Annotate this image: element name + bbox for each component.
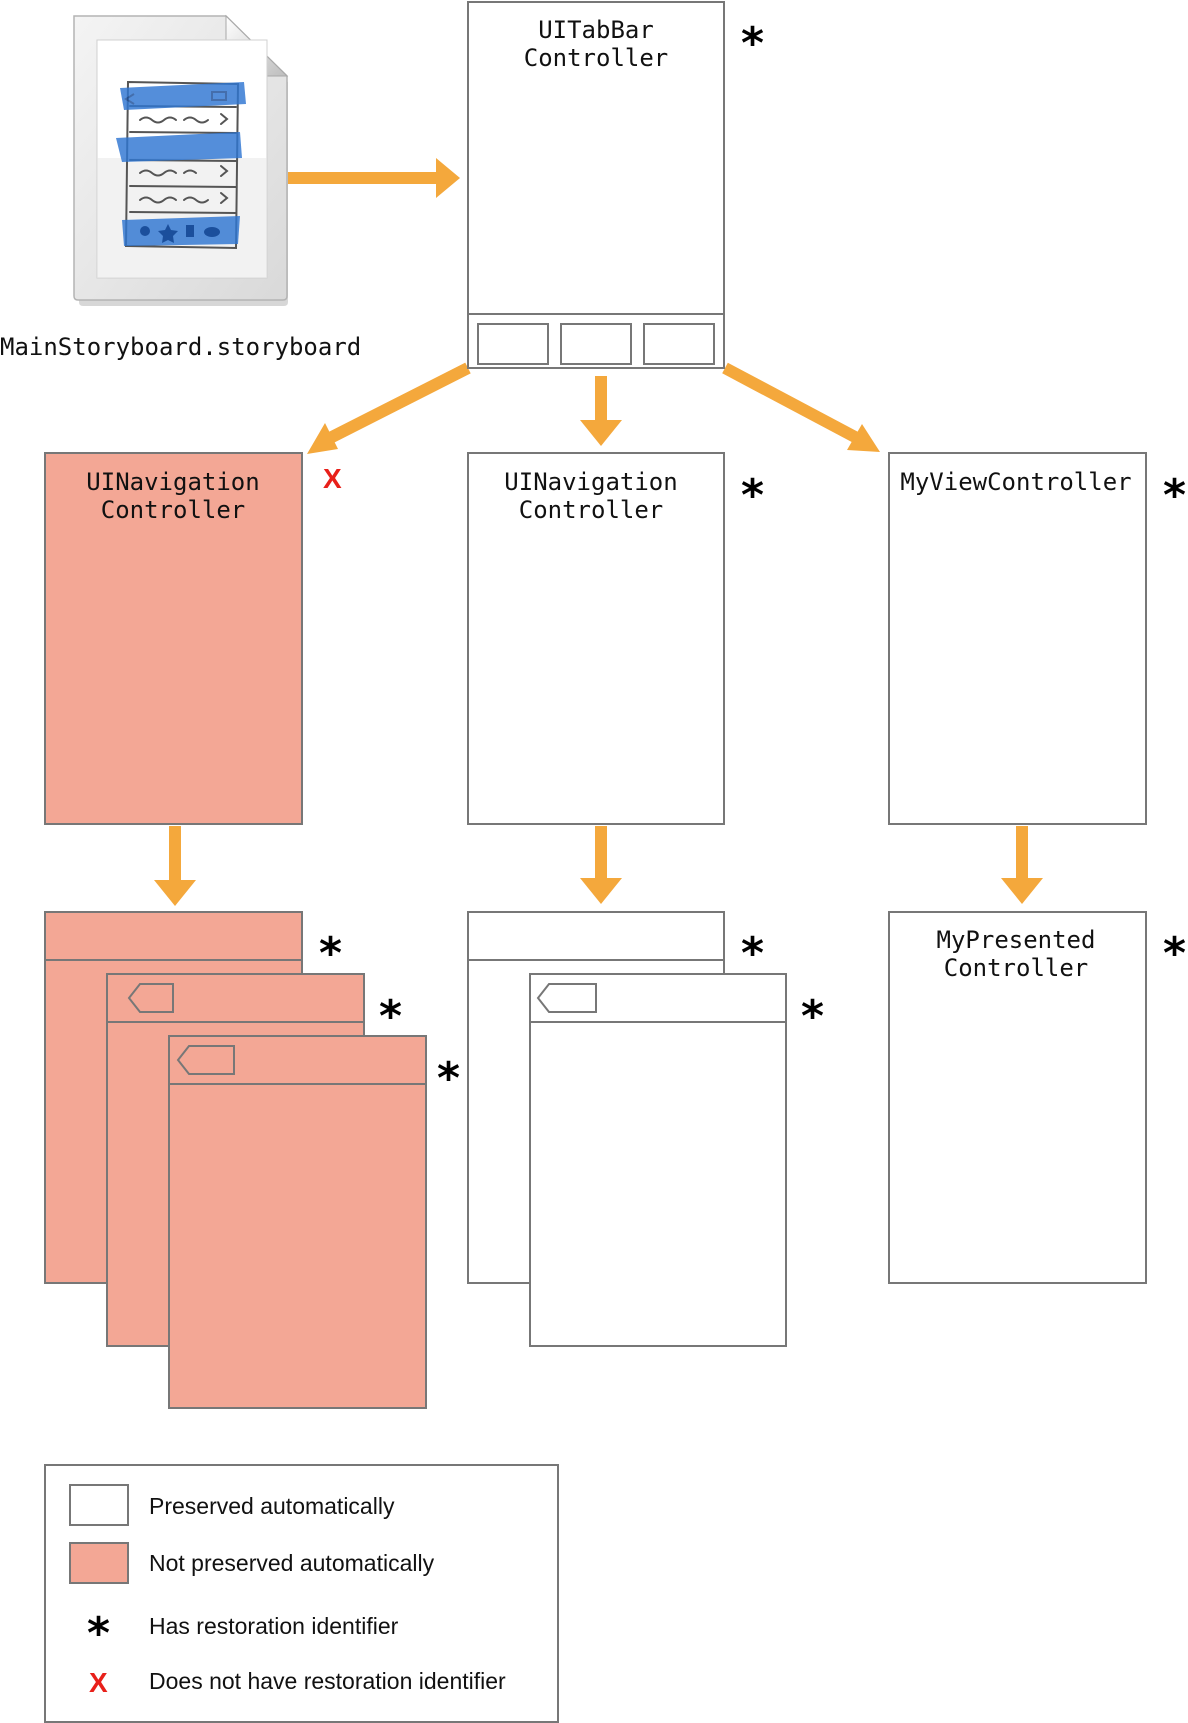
left-navigation-controller: UINavigation Controller — [44, 452, 303, 825]
arrow-tabbar-to-middle-nav — [580, 376, 622, 446]
tab-bar-controller: UITabBar Controller — [467, 1, 725, 369]
restoration-id-marker: * — [437, 1053, 460, 1104]
arrows — [154, 158, 1043, 906]
legend: Preserved automatically Not preserved au… — [44, 1464, 559, 1723]
legend-label: Does not have restoration identifier — [149, 1668, 506, 1694]
restoration-id-marker: * — [1163, 470, 1186, 521]
legend-label: Preserved automatically — [149, 1493, 395, 1519]
left-view-controller-stack — [44, 911, 427, 1409]
legend-preserved-swatch — [69, 1484, 129, 1526]
restoration-id-marker: * — [741, 470, 764, 521]
tab-bar-controller-title: Controller — [524, 44, 669, 72]
back-button-icon — [176, 1045, 235, 1075]
arrow-middle-nav-to-stack — [580, 826, 622, 904]
tab-bar-item — [560, 323, 632, 365]
restoration-id-marker: * — [801, 991, 824, 1042]
restoration-id-marker: * — [379, 991, 402, 1042]
legend-label: Not preserved automatically — [149, 1550, 435, 1576]
stack-view-controller — [529, 973, 787, 1347]
arrow-left-nav-to-stack — [154, 826, 196, 906]
arrow-tabbar-to-left-nav — [307, 362, 471, 454]
restoration-id-marker: * — [1163, 928, 1186, 979]
stack-view-controller — [168, 1035, 427, 1409]
middle-nav-controller-title: Controller — [519, 496, 664, 524]
arrow-storyboard-to-tabbar — [288, 158, 460, 198]
legend-not-preserved-swatch — [69, 1542, 129, 1584]
storyboard-file-icon — [73, 14, 289, 306]
legend-x-symbol: X — [89, 1667, 108, 1698]
tab-bar-controller-title: UITabBar — [538, 16, 654, 44]
legend-star-symbol: * — [87, 1608, 110, 1659]
storyboard-filename: MainStoryboard.storyboard — [0, 333, 361, 361]
my-view-controller-title: MyViewController — [900, 468, 1131, 496]
middle-nav-controller-title: UINavigation — [504, 468, 677, 496]
left-nav-controller-title: Controller — [101, 496, 246, 524]
tab-bar-item — [477, 323, 549, 365]
tab-bar-item — [643, 323, 715, 365]
arrow-myviewcontroller-to-presented — [1001, 826, 1043, 904]
my-view-controller: MyViewController — [888, 452, 1147, 825]
my-presented-controller-title: MyPresented — [937, 926, 1096, 954]
left-nav-controller-title: UINavigation — [86, 468, 259, 496]
middle-navigation-controller: UINavigation Controller — [467, 452, 725, 825]
arrow-tabbar-to-myviewcontroller — [722, 362, 880, 452]
back-button-icon — [127, 983, 174, 1013]
middle-view-controller-stack — [467, 911, 787, 1347]
restoration-id-marker: * — [741, 18, 764, 69]
no-restoration-id-marker: X — [323, 463, 342, 494]
back-button-icon — [536, 983, 597, 1013]
restoration-id-marker: * — [319, 928, 342, 979]
my-presented-controller-title: Controller — [944, 954, 1089, 982]
restoration-id-marker: * — [741, 928, 764, 979]
legend-label: Has restoration identifier — [149, 1613, 399, 1639]
my-presented-controller: MyPresented Controller — [888, 911, 1147, 1284]
